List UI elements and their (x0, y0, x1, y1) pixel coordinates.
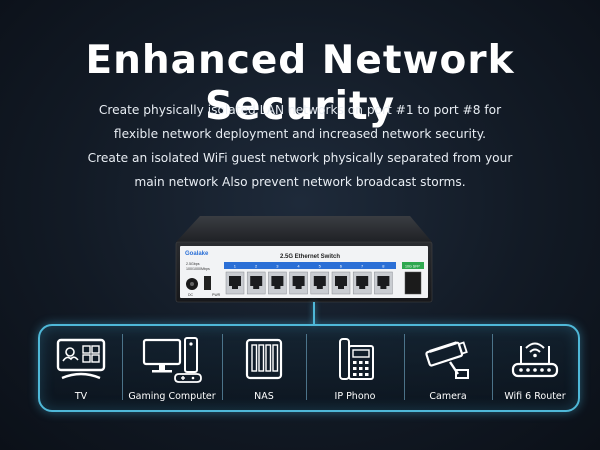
divider (306, 334, 307, 400)
port-number-strip (224, 262, 396, 269)
ethernet-port-socket (271, 276, 284, 289)
divider (122, 334, 123, 400)
ethernet-ports (225, 271, 393, 295)
divider (222, 334, 223, 400)
device-nas: NAS (224, 332, 304, 406)
ethernet-port-socket (377, 276, 390, 289)
sfp-label: 10G SFP (405, 265, 420, 269)
device-router: Wifi 6 Router (494, 332, 576, 406)
port-numbers: 1 2 3 4 5 6 7 8 (234, 264, 385, 269)
description: Create physically isolated LAN networks … (40, 98, 560, 194)
tv-icon (56, 338, 106, 380)
switch-brand: Goalake (185, 251, 209, 257)
divider (404, 334, 405, 400)
device-label: Wifi 6 Router (504, 391, 566, 402)
dc-label: DC (188, 293, 194, 297)
device-panel: TV Gaming Computer NAS (38, 324, 580, 412)
power-label: PWR (212, 293, 221, 297)
switch-speed-2: 100/1000Mbps (186, 267, 210, 271)
port-number: 2 (255, 264, 258, 269)
device-label: Camera (429, 391, 467, 402)
gaming-computer-icon (142, 337, 202, 383)
port-number: 3 (276, 264, 279, 269)
port-number: 8 (382, 264, 385, 269)
sfp-port (404, 271, 422, 295)
port-number: 5 (319, 264, 322, 269)
port-number: 4 (297, 264, 300, 269)
ethernet-port-socket (356, 276, 369, 289)
switch-model: 2.5G Ethernet Switch (280, 254, 340, 260)
device-ip-phone: IP Phono (308, 332, 402, 406)
ethernet-port-socket (292, 276, 305, 289)
port-number: 7 (361, 264, 364, 269)
power-switch (204, 276, 211, 290)
device-label: IP Phono (334, 391, 376, 402)
device-camera: Camera (406, 332, 490, 406)
ethernet-port-socket (313, 276, 326, 289)
ip-phone-icon (339, 338, 374, 380)
switch-speed-1: 2.5Gbps (186, 262, 200, 266)
device-label: Gaming Computer (128, 391, 216, 402)
connector-line (313, 302, 315, 326)
camera-icon (425, 341, 469, 379)
ethernet-switch: Goalake 2.5G Ethernet Switch 2.5Gbps 100… (160, 212, 450, 312)
router-icon (511, 342, 559, 378)
ethernet-port-socket (250, 276, 263, 289)
description-line: Create physically isolated LAN networks … (98, 103, 502, 117)
device-gaming-computer: Gaming Computer (124, 332, 220, 406)
description-line: Create an isolated WiFi guest network ph… (87, 151, 513, 165)
port-number: 6 (340, 264, 343, 269)
headline: Enhanced Network Security (85, 38, 515, 129)
nas-icon (245, 338, 283, 380)
ethernet-switch-illustration: Goalake 2.5G Ethernet Switch 2.5Gbps 100… (175, 216, 433, 303)
description-line: flexible network deployment and increase… (113, 127, 487, 141)
device-label: TV (74, 391, 88, 402)
sfp-strip (402, 262, 424, 269)
device-label: NAS (254, 391, 274, 402)
description-line: main network Also prevent network broadc… (134, 175, 466, 189)
ethernet-port-socket (229, 276, 241, 289)
ethernet-port-socket (335, 276, 347, 289)
device-tv: TV (42, 332, 120, 406)
divider (492, 334, 493, 400)
port-number: 1 (234, 264, 237, 269)
switch-top (176, 216, 432, 242)
